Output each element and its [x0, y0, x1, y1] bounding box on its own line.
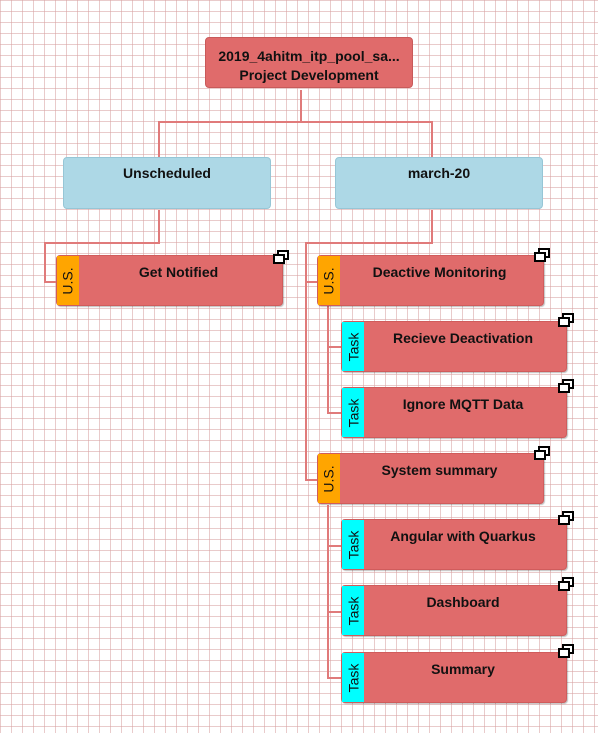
card-title: Dashboard [426, 594, 500, 610]
card-title: Summary [431, 661, 495, 677]
expand-icon[interactable] [558, 577, 574, 591]
link-march-trunk [305, 210, 433, 481]
task-card[interactable]: Task Dashboard [341, 585, 567, 636]
expand-icon[interactable] [558, 379, 574, 393]
link-root-march [301, 121, 433, 157]
card-title: Deactive Monitoring [372, 264, 507, 280]
expand-icon[interactable] [273, 250, 289, 264]
sprint-label: march-20 [407, 165, 471, 181]
card-title: Ignore MQTT Data [402, 396, 524, 412]
root-project-subtitle: Project Development [239, 67, 379, 83]
user-story-card[interactable]: U.S. Get Notified [56, 255, 283, 306]
task-tag: Task [342, 520, 364, 569]
task-card[interactable]: Task Angular with Quarkus [341, 519, 567, 570]
card-title: System summary [381, 462, 498, 478]
link-unscheduled-get-notified [44, 210, 160, 283]
expand-icon[interactable] [534, 446, 550, 460]
task-tag: Task [342, 653, 364, 702]
expand-icon[interactable] [558, 313, 574, 327]
sprint-label: Unscheduled [123, 165, 211, 181]
card-title: Angular with Quarkus [390, 528, 536, 544]
sprint-unscheduled[interactable]: Unscheduled [63, 157, 271, 209]
task-card[interactable]: Task Recieve Deactivation [341, 321, 567, 372]
user-story-tag: U.S. [57, 256, 79, 305]
user-story-tag: U.S. [318, 256, 340, 305]
card-title: Recieve Deactivation [392, 330, 534, 346]
card-title: Get Notified [138, 264, 219, 280]
user-story-card[interactable]: U.S. Deactive Monitoring [317, 255, 544, 306]
task-card[interactable]: Task Ignore MQTT Data [341, 387, 567, 438]
task-tag: Task [342, 388, 364, 437]
link-root-unscheduled [158, 90, 302, 157]
user-story-tag: U.S. [318, 454, 340, 503]
expand-icon[interactable] [558, 511, 574, 525]
expand-icon[interactable] [534, 248, 550, 262]
task-tag: Task [342, 322, 364, 371]
user-story-card[interactable]: U.S. System summary [317, 453, 544, 504]
task-tag: Task [342, 586, 364, 635]
expand-icon[interactable] [558, 644, 574, 658]
link-deactive-children [327, 306, 342, 414]
root-project-node[interactable]: 2019_4ahitm_itp_pool_sa... Project Devel… [205, 37, 413, 88]
root-project-title: 2019_4ahitm_itp_pool_sa... [218, 48, 400, 64]
link-summary-children [327, 505, 342, 679]
sprint-march-20[interactable]: march-20 [335, 157, 543, 209]
task-card[interactable]: Task Summary [341, 652, 567, 703]
